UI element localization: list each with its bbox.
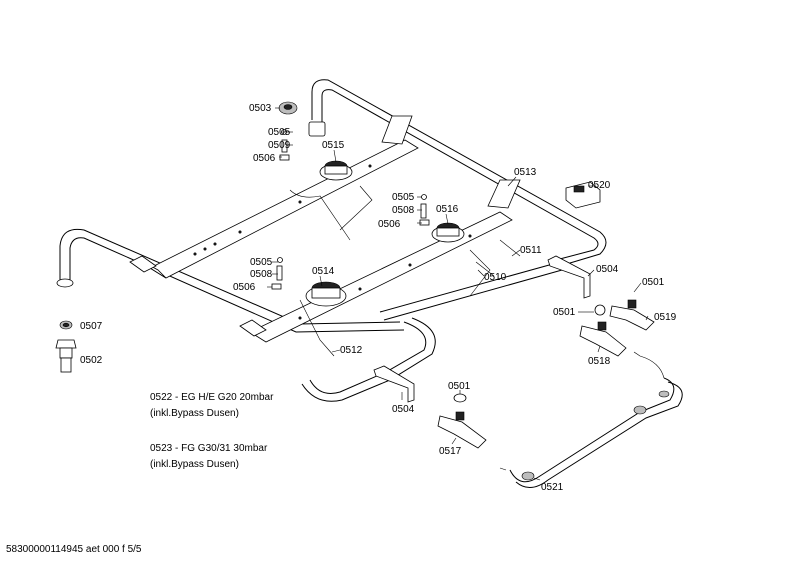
leader-lines [267,107,649,481]
variant-notes: 0522 - EG H/E G20 20mbar (inkl.Bypass Du… [150,392,274,470]
bracket-0504-lower [373,365,415,403]
fitting-0507 [59,320,73,330]
label-0503: 0503 [249,103,272,114]
label-0507: 0507 [80,321,103,332]
bracket-0504-right [547,255,591,299]
note-line-2: (inkl.Bypass Dusen) [150,408,239,419]
label-0509: 0509 [268,140,291,151]
label-0515: 0515 [322,140,345,151]
label-0504-lower: 0504 [392,404,415,415]
label-0504-right: 0504 [596,264,619,275]
wires [289,185,521,357]
label-0505-middle: 0505 [392,192,415,203]
label-0518: 0518 [588,356,611,367]
label-0505-lower: 0505 [250,257,273,268]
label-0510: 0510 [484,272,507,283]
fittings-middle [419,194,430,226]
burner-0514 [305,281,347,307]
note-line-1: 0522 - EG H/E G20 20mbar [150,392,274,403]
label-0517: 0517 [439,446,462,457]
label-0520: 0520 [588,180,611,191]
label-0513: 0513 [514,167,537,178]
label-0511: 0511 [520,245,542,256]
fitting-0502 [55,339,77,373]
label-0519: 0519 [654,312,677,323]
fittings-lower [271,257,283,290]
footer-document-code: 58300000114945 aet 000 f 5/5 [6,544,142,555]
label-0521: 0521 [541,482,564,493]
label-0516: 0516 [436,204,459,215]
injector-0520 [565,181,601,209]
burner-0515 [319,160,353,181]
label-0501-middle: 0501 [553,307,576,318]
label-0508-middle: 0508 [392,205,415,216]
fittings-top [278,101,298,161]
label-0501-lower: 0501 [448,381,471,392]
burner-0516 [431,222,465,243]
label-0512: 0512 [340,345,363,356]
label-0501-right: 0501 [642,277,665,288]
label-0505-top: 0505 [268,127,291,138]
label-0506-top: 0506 [253,153,276,164]
valve-0518 [579,321,627,357]
note-line-4: (inkl.Bypass Dusen) [150,459,239,470]
rail-slots [193,164,472,320]
label-0508-lower: 0508 [250,269,273,280]
part-labels: 0503 0505 0509 0506 0515 0513 0520 0505 … [80,103,677,493]
valve-0517 [437,393,487,449]
valve-0519 [594,299,655,331]
flex-hose-0521 [499,351,683,488]
label-0514: 0514 [312,266,335,277]
label-0502: 0502 [80,355,103,366]
label-0506-middle: 0506 [378,219,401,230]
note-line-3: 0523 - FG G30/31 30mbar [150,443,268,454]
label-0506-lower: 0506 [233,282,256,293]
